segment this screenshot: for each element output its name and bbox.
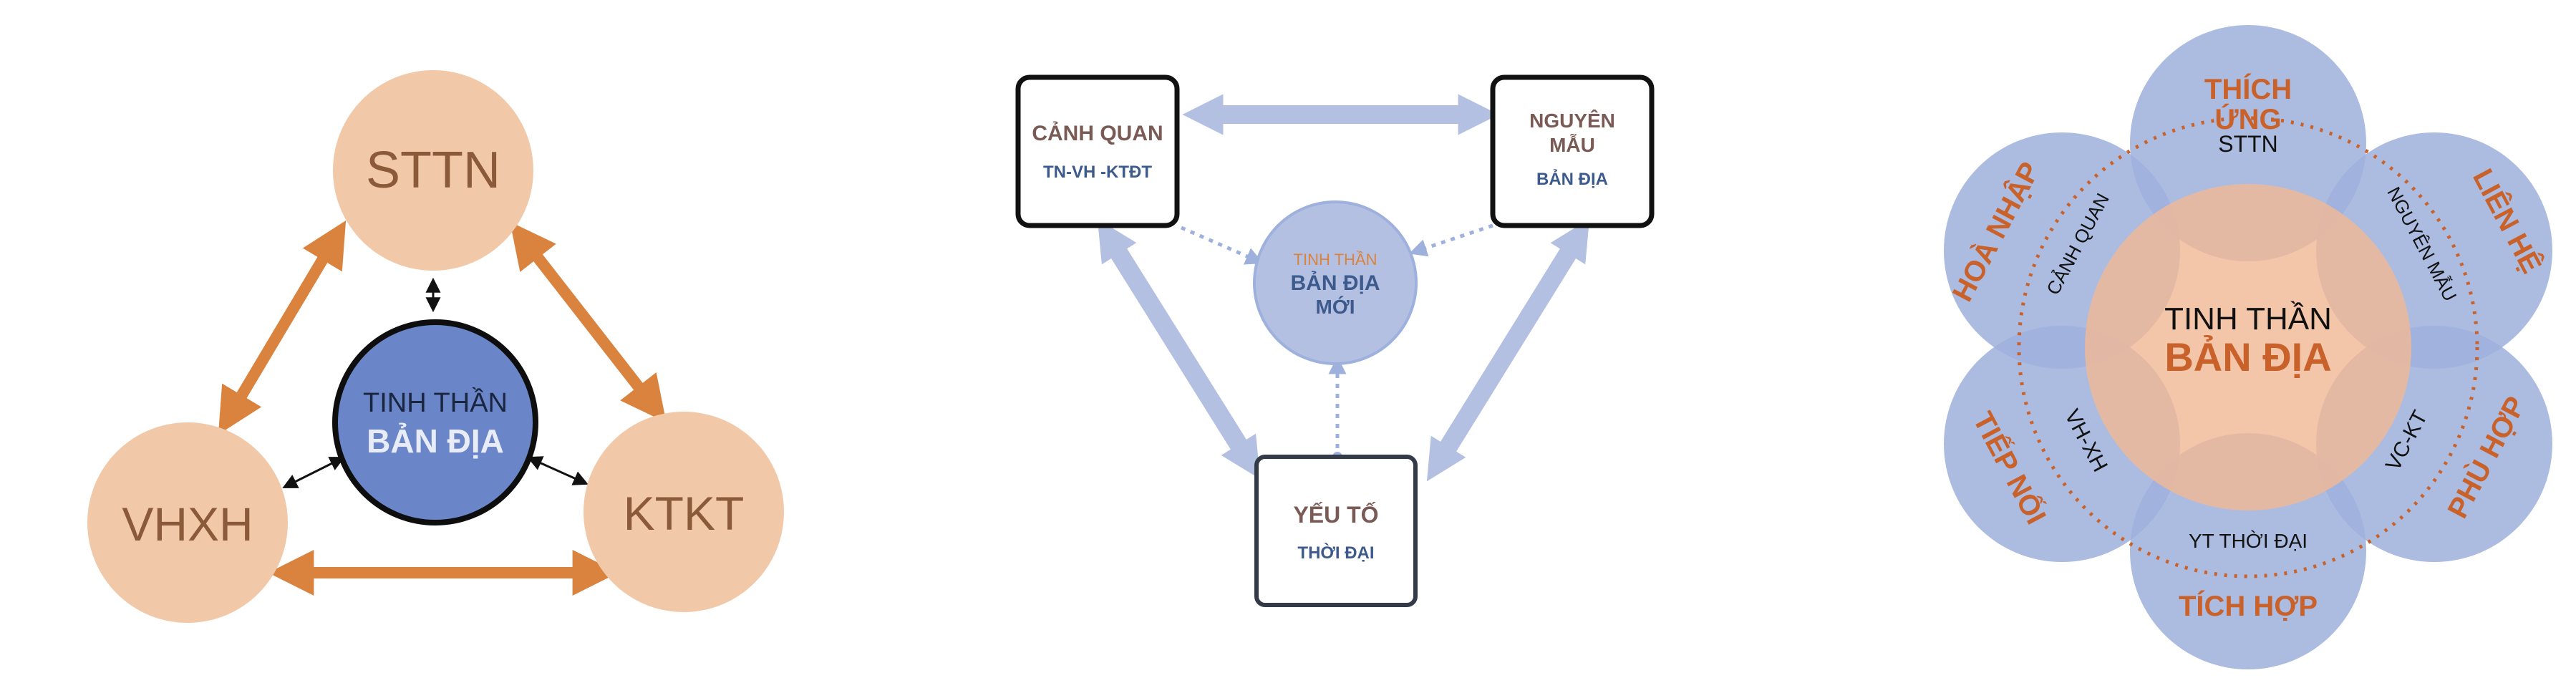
circle-center-2: [1253, 200, 1418, 365]
label-sttn: STTN: [366, 142, 500, 199]
diagram-1: STTN VHXH KTKT TINH THẦN BẢN ĐỊA: [87, 70, 784, 623]
circle-ktkt: [584, 412, 784, 612]
box-canh-quan: [1015, 74, 1180, 228]
dotted-tl-center: [1181, 226, 1264, 265]
bottom-outer: TÍCH HỢP: [2179, 590, 2318, 622]
arrow-sttn-vhxh: [218, 221, 347, 435]
bottom-inner: YT THỜI ĐẠI: [2189, 530, 2308, 552]
label-ktkt: KTKT: [624, 487, 745, 540]
b-sub: THỜI ĐẠI: [1297, 543, 1374, 563]
label-vhxh: VHXH: [122, 498, 253, 551]
tr-title2: MẪU: [1549, 134, 1595, 156]
dotted-ring: [2017, 116, 2479, 578]
arrow-center-right: [527, 456, 589, 485]
tl-sub: TN-VH -KTĐT: [1043, 163, 1152, 182]
top-outer2: ỨNG: [2214, 102, 2281, 135]
circle-center: [332, 319, 538, 525]
circle-sttn: [333, 70, 533, 271]
c2-line1: TINH THẦN: [1294, 251, 1377, 268]
c2-line3: MỚI: [1316, 296, 1355, 318]
arrow-left: [1097, 218, 1261, 480]
center-line2: BẢN ĐỊA: [367, 422, 504, 460]
dotted-tr-center: [1408, 223, 1493, 257]
tr-sub: BẢN ĐỊA: [1536, 168, 1608, 189]
tr-title1: NGUYÊN: [1529, 110, 1615, 132]
arrow-sttn-ktkt: [510, 221, 667, 423]
c2-line2: BẢN ĐỊA: [1291, 271, 1380, 295]
arrow-right: [1426, 218, 1590, 482]
diagram-3: TINH THẦN BẢN ĐỊA THÍCH ỨNG STTN LIÊN HỆ…: [1944, 25, 2552, 669]
box-nguyen-mau: [1490, 74, 1655, 228]
d3-center1: TINH THẦN: [2164, 301, 2332, 336]
center-disc: [2085, 184, 2411, 510]
d3-center2: BẢN ĐỊA: [2164, 334, 2331, 379]
b-title: YẾU TỐ: [1293, 502, 1378, 528]
top-outer1: THÍCH: [2204, 73, 2292, 105]
arrow-center-left: [282, 457, 345, 488]
circle-vhxh: [87, 422, 288, 623]
top-inner: STTN: [2218, 131, 2278, 157]
diagram-2: CẢNH QUAN TN-VH -KTĐT NGUYÊN MẪU BẢN ĐỊA…: [1015, 74, 1655, 607]
center-line1: TINH THẦN: [363, 387, 508, 418]
box-yeu-to: [1254, 455, 1418, 607]
tl-title: CẢNH QUAN: [1032, 121, 1163, 145]
